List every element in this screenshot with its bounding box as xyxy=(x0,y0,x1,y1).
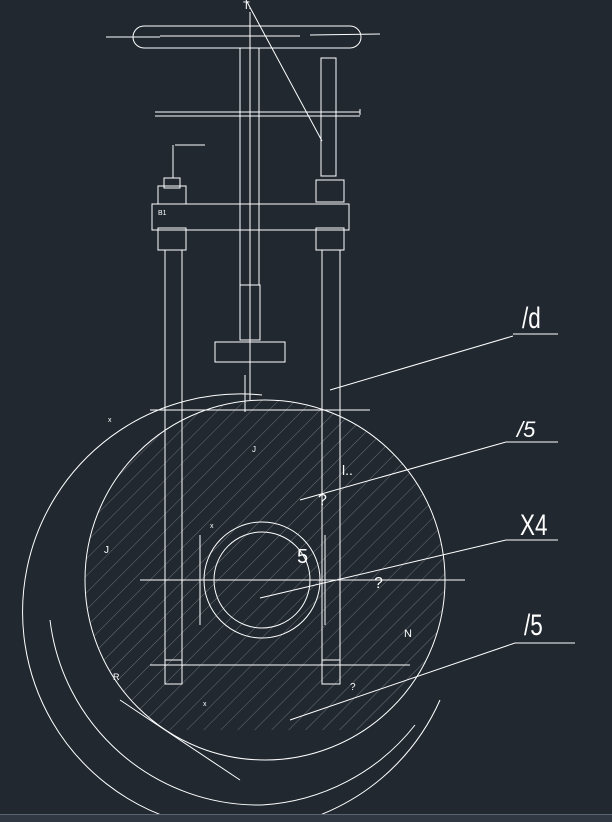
callout-5: /5 xyxy=(524,608,543,642)
mark-x2: x xyxy=(210,523,214,530)
mark-5: 5 xyxy=(297,546,308,568)
handwheel xyxy=(106,12,381,400)
mark-l: l.. xyxy=(342,462,353,478)
leaders xyxy=(259,333,575,721)
mark-b1: B1 xyxy=(158,210,167,217)
mark-q3: ? xyxy=(350,682,356,693)
callout-x4: X4 xyxy=(520,508,548,542)
top-label: T. xyxy=(243,0,252,12)
mark-q1: ? xyxy=(318,492,327,509)
valve-body xyxy=(22,393,465,821)
yoke xyxy=(151,203,350,412)
mark-j2: J xyxy=(252,445,256,454)
valve-stem xyxy=(155,0,361,341)
mark-j1: J xyxy=(104,545,109,556)
mark-x3: x xyxy=(203,701,207,708)
mark-n: N xyxy=(404,628,412,640)
status-strip xyxy=(0,814,612,822)
mark-x1: x xyxy=(108,417,112,424)
callout-15-script: /5 xyxy=(515,417,536,442)
mark-q2: ? xyxy=(374,575,383,592)
mark-r: R xyxy=(113,672,120,682)
callout-d: /d xyxy=(522,301,541,335)
